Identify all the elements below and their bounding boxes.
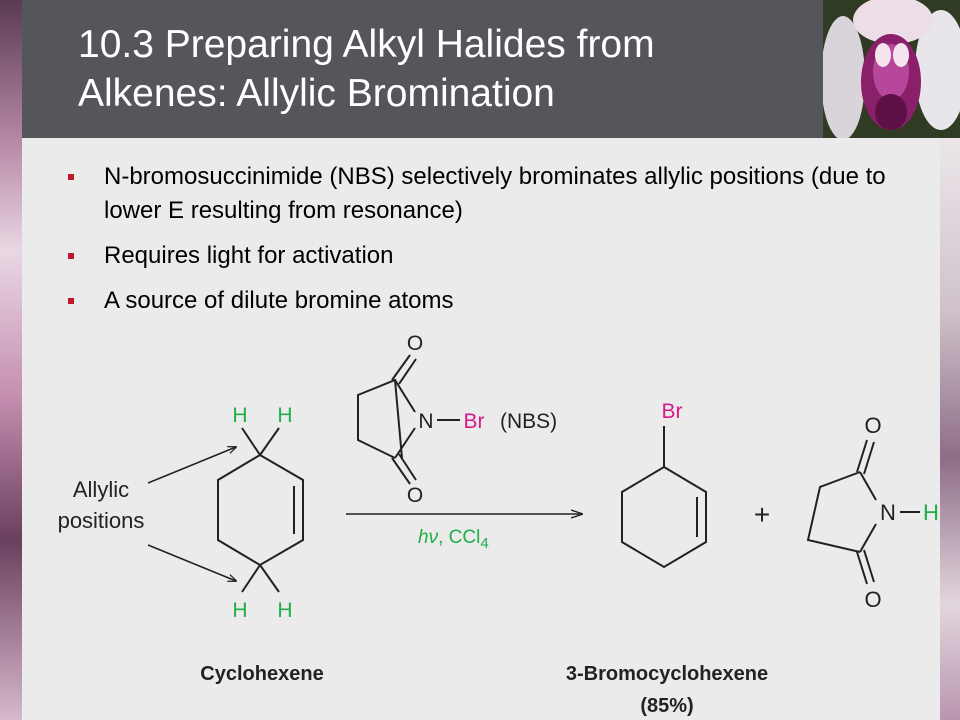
conditions-solvent: , CCl xyxy=(438,527,480,548)
h-bond-top-left xyxy=(241,427,261,456)
conditions-subscript: 4 xyxy=(480,535,488,552)
plus-sign: + xyxy=(754,499,770,530)
hydrogen-label: H xyxy=(277,404,292,427)
allylic-arrow-bottom xyxy=(147,544,236,581)
bromine-label: Br xyxy=(464,410,485,433)
orchid-photo xyxy=(823,0,960,138)
allylic-positions-label: Allylic positions xyxy=(58,477,145,533)
h-bond-top-right xyxy=(259,427,280,456)
cyclohexene-ring xyxy=(217,453,304,567)
allylic-arrow-top xyxy=(147,447,236,484)
succinimide-carbonyl-bottom-2 xyxy=(863,549,875,583)
reaction-conditions: hν, CCl4 xyxy=(418,527,489,552)
product-yield: (85%) xyxy=(640,695,693,717)
orchid-photo-right-strip xyxy=(940,138,960,720)
conditions-light: hν xyxy=(418,527,439,548)
oxygen-label: O xyxy=(864,587,881,612)
reaction-scheme: Allylic positions H H H H O xyxy=(58,332,939,717)
nitrogen-label: N xyxy=(880,500,896,525)
bullet-square-icon xyxy=(68,253,74,259)
nbs-carbonyl-bottom-2 xyxy=(398,453,417,481)
succinimide-carbonyl-top xyxy=(856,439,868,473)
slide-title-line-2: Alkenes: Allylic Bromination xyxy=(78,72,555,115)
nbs-ring-left xyxy=(357,378,403,459)
allylic-label-line-1: Allylic xyxy=(73,477,129,502)
bullet-square-icon xyxy=(68,298,74,304)
oxygen-label: O xyxy=(407,484,423,507)
hydrogen-label: H xyxy=(277,599,292,622)
product-name: 3-Bromocyclohexene xyxy=(566,663,768,685)
bullet-item: N-bromosuccinimide (NBS) selectively bro… xyxy=(64,160,924,228)
succinimide-carbonyl-top-2 xyxy=(863,441,875,475)
hydrogen-label: H xyxy=(232,404,247,427)
allylic-label-line-2: positions xyxy=(58,508,145,533)
nbs-abbreviation: (NBS) xyxy=(500,410,557,433)
bullet-text: A source of dilute bromine atoms xyxy=(104,287,454,314)
nbs-carbonyl-top xyxy=(391,354,411,381)
oxygen-label: O xyxy=(407,332,423,355)
h-bond-bottom-left xyxy=(241,564,261,593)
succinimide-ring-left xyxy=(806,471,861,553)
bromocyclohexene-ring xyxy=(621,465,707,569)
slide-title: 10.3 Preparing Alkyl Halides from Alkene… xyxy=(78,20,828,118)
nitrogen-label: N xyxy=(418,410,433,433)
bullet-square-icon xyxy=(68,174,74,180)
title-bar: 10.3 Preparing Alkyl Halides from Alkene… xyxy=(22,0,823,138)
nbs-carbonyl-bottom xyxy=(391,457,411,485)
slide-title-line-1: 10.3 Preparing Alkyl Halides from xyxy=(78,23,655,66)
hydrogen-label: H xyxy=(923,500,939,525)
hydrogen-label: H xyxy=(232,599,247,622)
bullet-text: N-bromosuccinimide (NBS) selectively bro… xyxy=(104,163,886,224)
bullet-text: Requires light for activation xyxy=(104,242,394,269)
succinimide-carbonyl-bottom xyxy=(856,551,868,585)
cyclohexene-structure xyxy=(217,427,304,593)
orchid-photo-left-strip xyxy=(0,0,22,720)
slide-content: N-bromosuccinimide (NBS) selectively bro… xyxy=(22,138,940,720)
bullet-item: Requires light for activation xyxy=(64,239,924,273)
nbs-bond-c-n-top xyxy=(394,379,416,413)
succinimide-bond-c-n-bottom xyxy=(859,523,877,553)
nbs-carbonyl-top-2 xyxy=(398,358,417,385)
h-bond-bottom-right xyxy=(259,564,280,593)
bromine-label: Br xyxy=(662,400,683,423)
succinimide-bond-c-n-top xyxy=(859,471,877,501)
orchid-image xyxy=(823,0,960,138)
succinimide-structure xyxy=(806,439,920,585)
bullet-item: A source of dilute bromine atoms xyxy=(64,284,924,318)
nbs-structure xyxy=(357,354,460,485)
bromocyclohexene-structure xyxy=(621,426,707,569)
nbs-bond-c-n-bottom xyxy=(394,427,416,459)
oxygen-label: O xyxy=(864,413,881,438)
bullet-list: N-bromosuccinimide (NBS) selectively bro… xyxy=(64,160,924,329)
reactant-name: Cyclohexene xyxy=(200,663,323,685)
